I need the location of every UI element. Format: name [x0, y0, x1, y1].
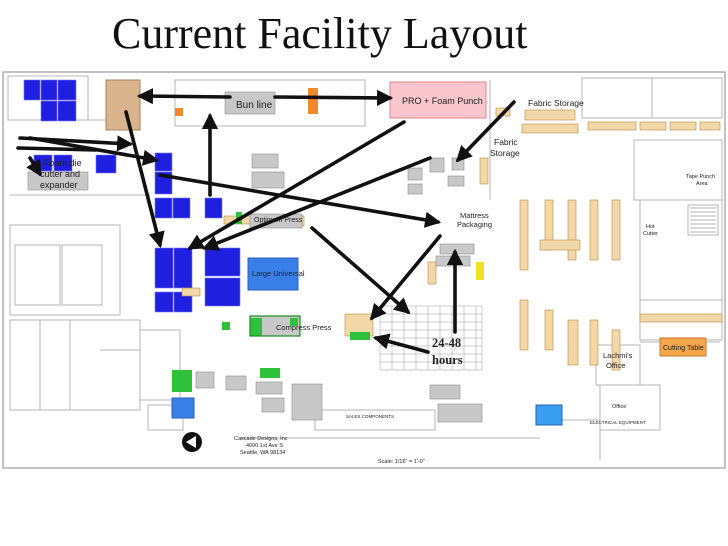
label-foam-die-2: cutter and: [40, 169, 80, 179]
label-foam-die-1: Foam die: [44, 158, 82, 168]
blue-station: [535, 404, 563, 426]
flow-arrow-hours-left: [372, 333, 430, 354]
flow-arrow-mid-to-blue: [201, 156, 432, 251]
flow-arrow-fabric-to-table: [455, 100, 516, 163]
compress-press-machine: [249, 315, 301, 337]
label-cutting-table: Cutting Table: [663, 345, 704, 352]
compass-logo-icon: [182, 432, 202, 452]
flow-arrow-press-to-grid: [310, 226, 411, 315]
label-electrical: ELECTRICAL EQUIPMENT: [590, 420, 646, 425]
flow-arrow-left-lower: [16, 146, 98, 152]
label-large-universal: Large Universal: [252, 269, 305, 278]
flow-arrow-bun-to-pro: [273, 89, 394, 106]
label-fabric-storage-mid-1: Fabric: [494, 137, 518, 147]
label-compress-press: Compress Press: [276, 323, 332, 332]
label-tape-punch-2: Area: [696, 181, 709, 187]
address-line-2: 4000 1st Ave S: [246, 443, 283, 449]
tan-machine: [105, 79, 141, 131]
yellow-item-2: [427, 261, 437, 285]
label-sales-components: SALES COMPONENTS: [346, 414, 394, 419]
address-line-1: Cascade Designs, Inc: [234, 436, 288, 442]
label-bun-line: Bun line: [236, 100, 273, 111]
blue-cart: [171, 397, 195, 419]
slide-title: Current Facility Layout: [112, 9, 528, 58]
label-hours-1: 24-48: [432, 336, 461, 350]
flow-arrows: [16, 88, 516, 354]
scale-note: Scale: 1/16" = 1'-0": [378, 459, 425, 465]
pro-foam-punch-area: [389, 81, 487, 119]
flow-arrow-bun-to-tan: [136, 88, 232, 105]
label-lachmis-1: Lachmi's: [603, 351, 633, 360]
label-pro-foam-punch: PRO + Foam Punch: [402, 96, 483, 106]
flow-arrow-to-foam-die: [26, 156, 42, 177]
label-lachmis-2: Office: [606, 361, 625, 370]
cutting-table: [659, 337, 707, 357]
label-tape-punch-1: Tape Punch: [686, 174, 715, 180]
flow-arrow-mattress-to-press: [369, 234, 442, 321]
label-mattress-1: Mattress: [460, 211, 489, 220]
yellow-item-1: [476, 262, 484, 280]
label-fabric-storage-top: Fabric Storage: [528, 98, 584, 108]
staging-grid: [379, 305, 483, 371]
label-fabric-storage-mid-2: Storage: [490, 148, 520, 158]
flow-arrow-tan-down: [124, 110, 165, 249]
label-mattress-2: Packaging: [457, 220, 492, 229]
orange-machine-bun: [308, 88, 318, 114]
label-foam-die-3: expander: [40, 180, 78, 190]
address-line-3: Seattle, WA 98134: [240, 450, 285, 456]
large-universal-machine: [247, 257, 299, 291]
label-hot-cutter-2: Cutter: [643, 231, 658, 237]
stairs: [690, 207, 716, 233]
label-hours-2: hours: [432, 353, 463, 367]
label-office: Office: [612, 404, 626, 410]
flow-arrow-to-mattress: [158, 173, 442, 228]
orange-machine-small: [175, 108, 183, 116]
flow-arrow-pro-to-blue: [187, 120, 406, 250]
label-hot-cutter-1: Hot: [646, 224, 655, 230]
